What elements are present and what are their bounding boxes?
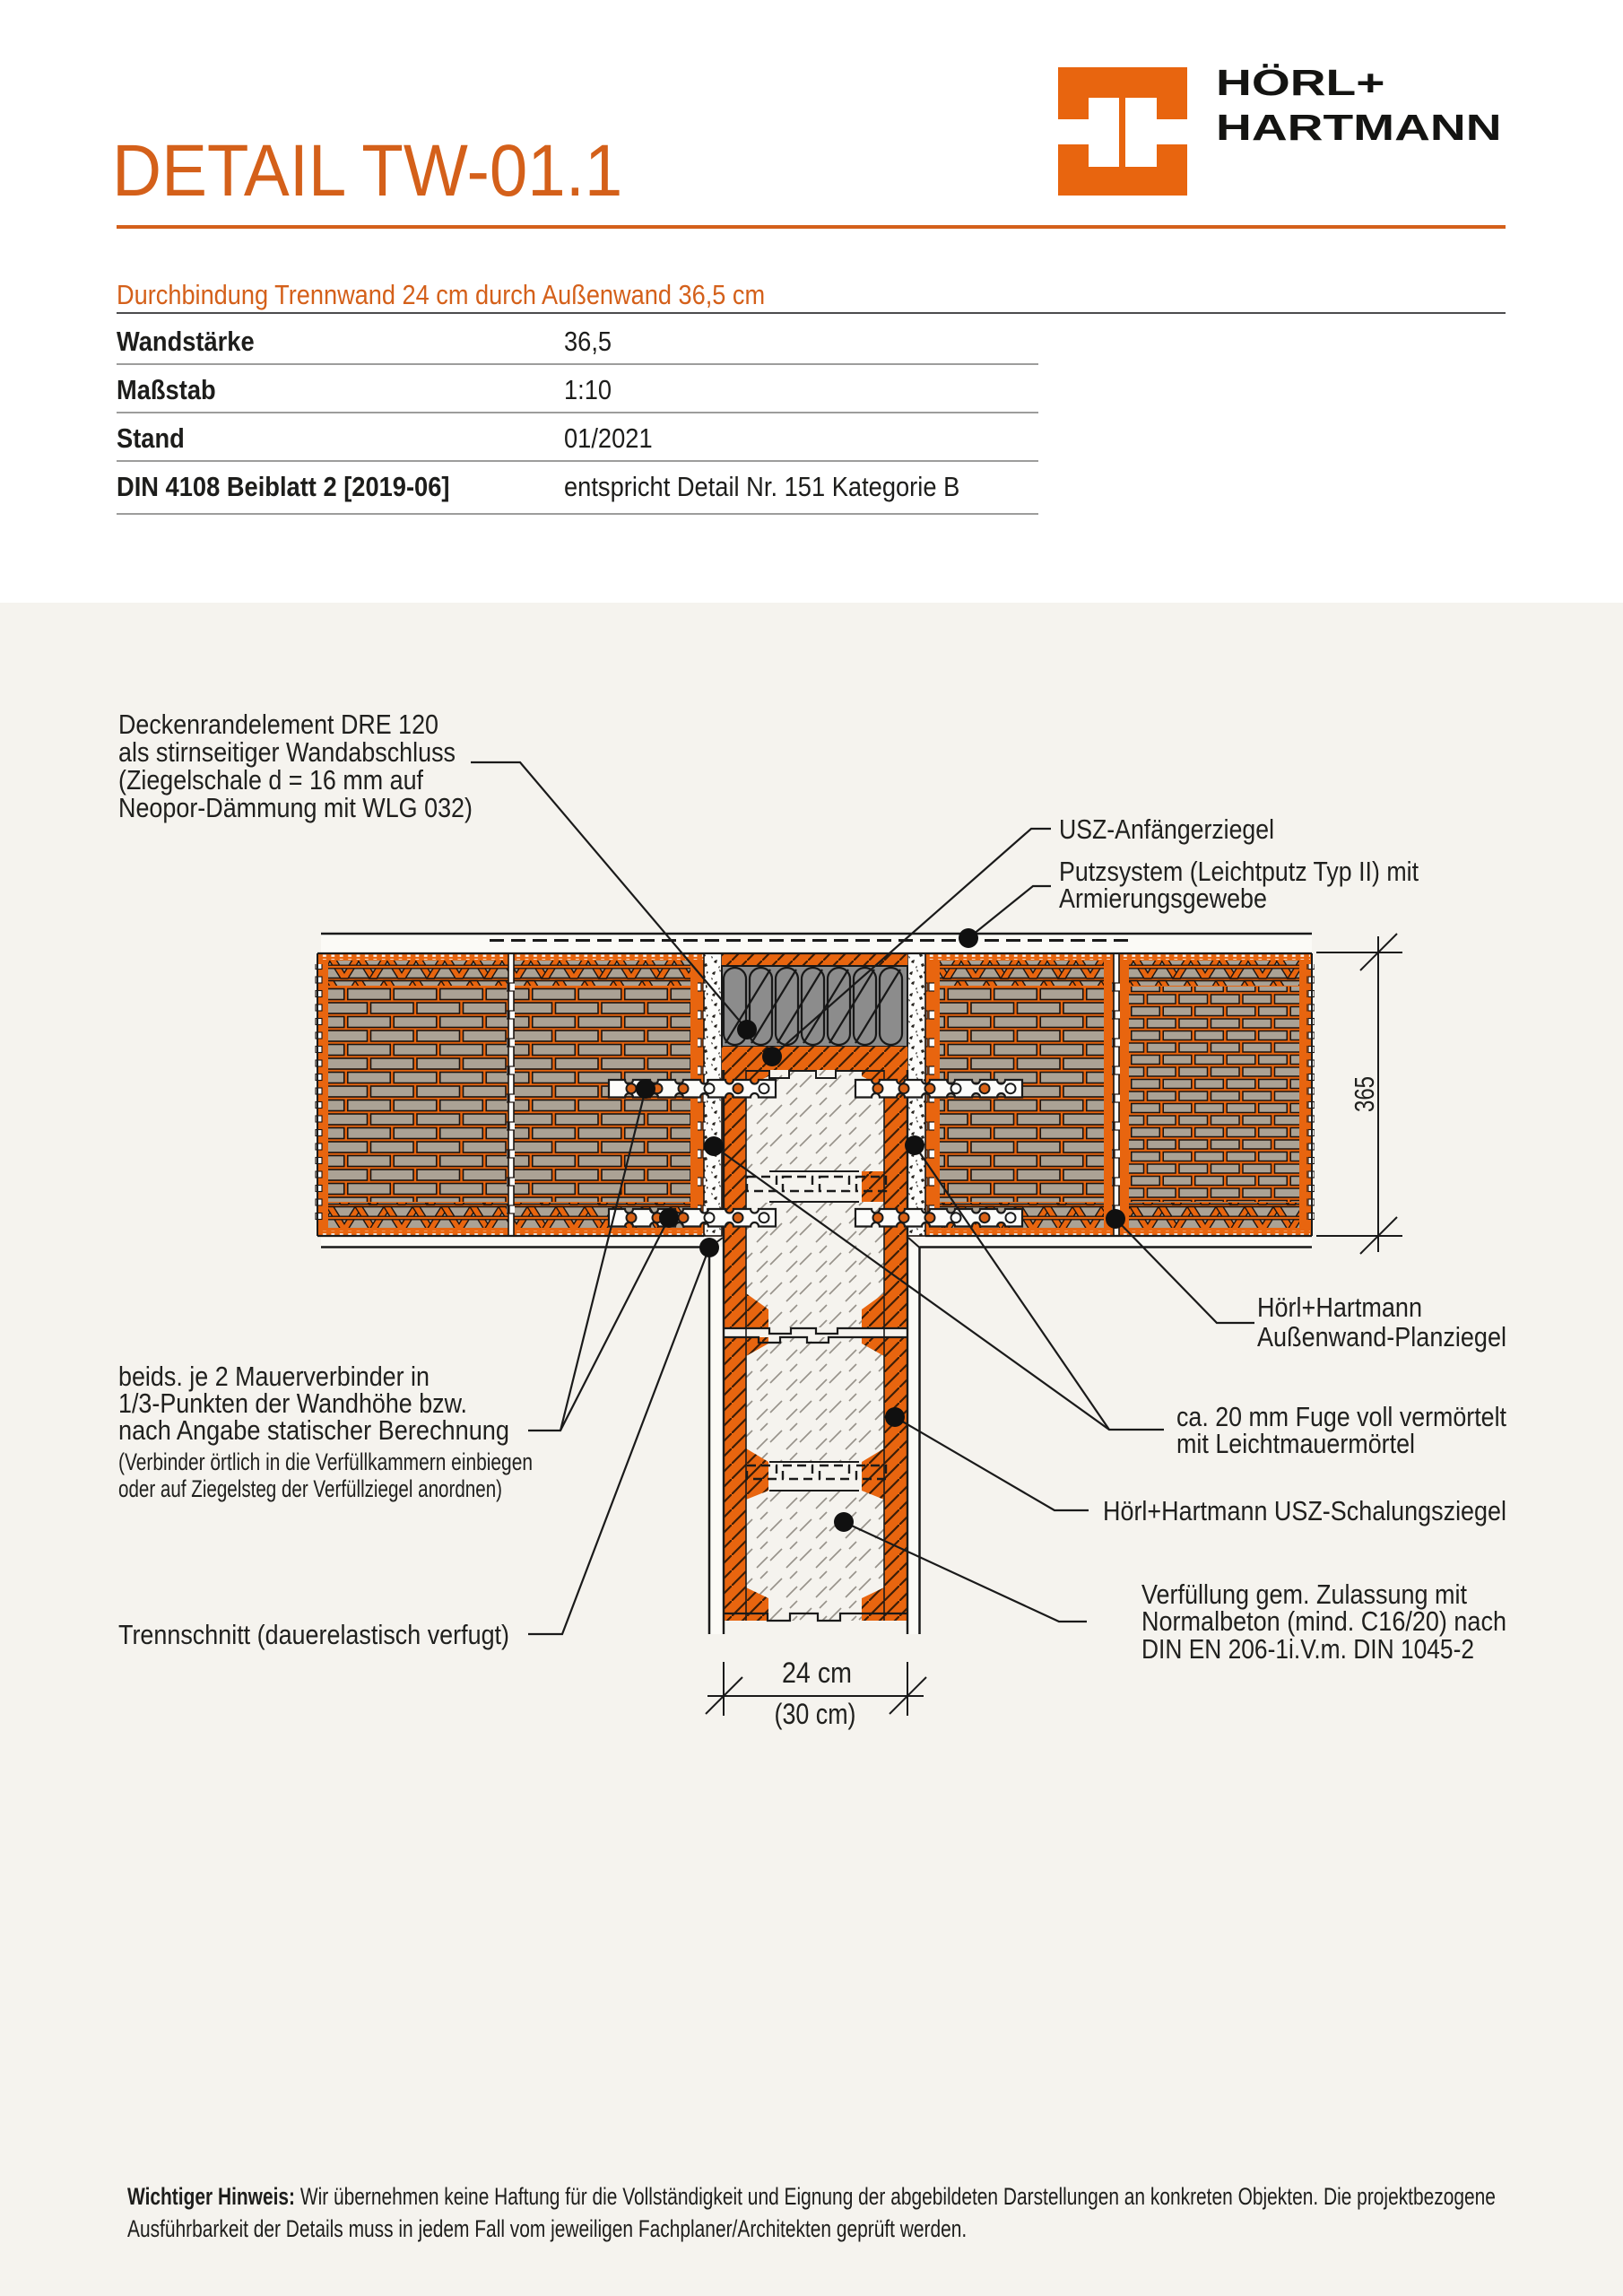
svg-text:als stirnseitiger Wandabschlus: als stirnseitiger Wandabschluss <box>118 736 456 768</box>
svg-text:DIN EN 206-1i.V.m. DIN 1045-2: DIN EN 206-1i.V.m. DIN 1045-2 <box>1141 1633 1474 1665</box>
svg-text:ca. 20 mm Fuge voll vermörtelt: ca. 20 mm Fuge voll vermörtelt <box>1176 1401 1506 1432</box>
svg-text:1/3-Punkten der Wandhöhe bzw.: 1/3-Punkten der Wandhöhe bzw. <box>118 1387 467 1419</box>
svg-text:mit Leichtmauermörtel: mit Leichtmauermörtel <box>1176 1428 1415 1459</box>
svg-text:nach Angabe statischer Berechn: nach Angabe statischer Berechnung <box>118 1414 509 1446</box>
svg-text:Deckenrandelement DRE 120: Deckenrandelement DRE 120 <box>118 709 438 740</box>
svg-text:beids. je 2 Mauerverbinder in: beids. je 2 Mauerverbinder in <box>118 1361 430 1392</box>
svg-text:Hörl+Hartmann: Hörl+Hartmann <box>1257 1292 1422 1323</box>
svg-text:Normalbeton (mind. C16/20) nac: Normalbeton (mind. C16/20) nach <box>1141 1605 1506 1637</box>
svg-text:Neopor-Dämmung mit WLG 032): Neopor-Dämmung mit WLG 032) <box>118 792 473 823</box>
svg-text:oder auf Ziegelsteg der Verfül: oder auf Ziegelsteg der Verfüllziegel an… <box>118 1475 502 1502</box>
svg-text:Putzsystem (Leichtputz Typ II): Putzsystem (Leichtputz Typ II) mit <box>1059 856 1419 887</box>
svg-text:24 cm: 24 cm <box>782 1657 852 1689</box>
svg-text:(Verbinder örtlich in die Verf: (Verbinder örtlich in die Verfüllkammern… <box>118 1448 533 1475</box>
svg-text:(Ziegelschale d = 16 mm auf: (Ziegelschale d = 16 mm auf <box>118 764 423 796</box>
svg-text:Trennschnitt (dauerelastisch v: Trennschnitt (dauerelastisch verfugt) <box>118 1619 509 1650</box>
svg-text:(30 cm): (30 cm) <box>775 1698 856 1730</box>
svg-text:Verfüllung gem. Zulassung mit: Verfüllung gem. Zulassung mit <box>1141 1578 1467 1610</box>
svg-text:Außenwand-Planziegel: Außenwand-Planziegel <box>1257 1321 1506 1352</box>
svg-text:Hörl+Hartmann USZ-Schalungszie: Hörl+Hartmann USZ-Schalungsziegel <box>1103 1495 1506 1526</box>
svg-text:365: 365 <box>1349 1076 1380 1112</box>
svg-text:USZ-Anfängerziegel: USZ-Anfängerziegel <box>1059 813 1274 845</box>
svg-text:Armierungsgewebe: Armierungsgewebe <box>1059 883 1267 914</box>
